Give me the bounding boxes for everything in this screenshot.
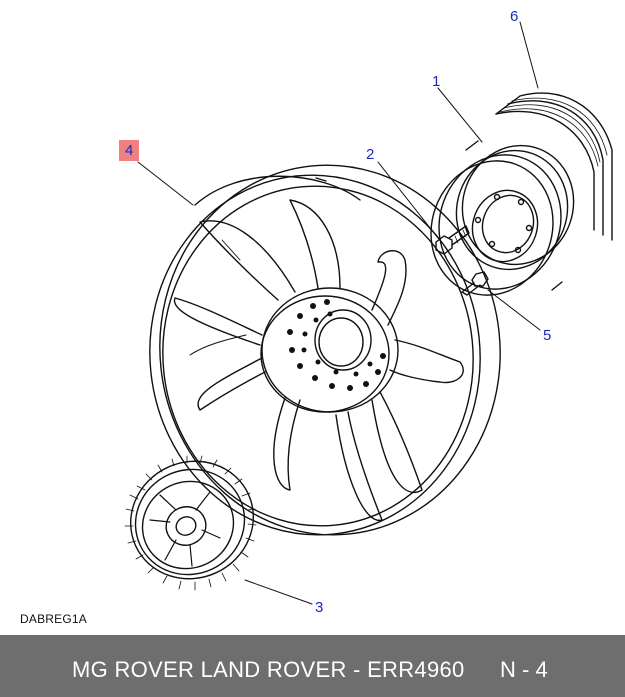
viscous-fan (149, 164, 501, 536)
callout-2: 2 (366, 146, 375, 163)
footer-page-number: N - 4 (500, 657, 548, 682)
callout-5: 5 (543, 327, 552, 344)
parts-diagram (124, 21, 613, 605)
callout-4-highlighted: 4 (119, 140, 140, 161)
footer-bar: MG ROVER LAND ROVER - ERR4960 N - 4 (0, 635, 625, 697)
pulley (430, 140, 575, 296)
bolt-short (435, 225, 470, 255)
callout-1: 1 (432, 73, 441, 90)
footer-title: MG ROVER LAND ROVER - ERR4960 (72, 657, 465, 682)
fan-coupling (124, 455, 257, 591)
drive-belt (495, 92, 613, 241)
callout-3: 3 (315, 599, 324, 616)
callout-6: 6 (510, 8, 519, 25)
bolt-long (461, 271, 489, 296)
leader-lines (137, 21, 541, 605)
diagram-reference-code: DABREG1A (20, 612, 87, 626)
